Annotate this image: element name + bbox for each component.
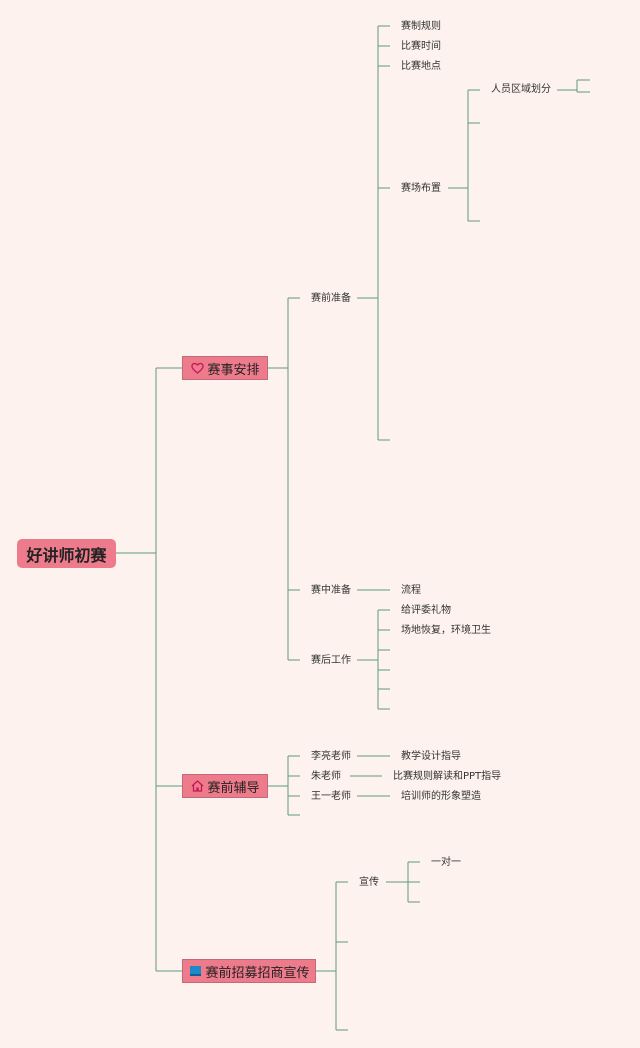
- node-gifts[interactable]: 给评委礼物: [401, 605, 451, 616]
- node-pre-match[interactable]: 赛前准备: [311, 293, 351, 304]
- connector-root: [116, 367, 182, 972]
- node-layout[interactable]: 赛场布置: [401, 183, 441, 194]
- node-cleanup[interactable]: 场地恢复，环境卫生: [401, 625, 491, 636]
- branch-promotion[interactable]: 赛前招募招商宣传: [182, 959, 316, 983]
- connector-publicity: [386, 861, 420, 903]
- branch-coaching-label: 赛前辅导: [207, 780, 260, 796]
- branch-schedule[interactable]: 赛事安排: [182, 356, 268, 380]
- node-coach-wang[interactable]: 王一老师: [311, 791, 351, 802]
- node-zoning[interactable]: 人员区域划分: [491, 84, 551, 95]
- connector-pre-match: [357, 25, 390, 441]
- node-one-on-one[interactable]: 一对一: [431, 857, 461, 868]
- connector-zoning: [557, 79, 590, 93]
- connector-promotion: [316, 881, 348, 1031]
- branch-schedule-label: 赛事安排: [207, 362, 260, 378]
- branch-coaching[interactable]: 赛前辅导: [182, 774, 268, 798]
- house-icon: [190, 779, 204, 793]
- node-topic-wang[interactable]: 培训师的形象塑造: [401, 791, 481, 802]
- node-post-match[interactable]: 赛后工作: [311, 655, 351, 666]
- connector-post-match: [357, 609, 390, 710]
- node-rules[interactable]: 赛制规则: [401, 21, 441, 32]
- connector-coaches: [350, 755, 390, 797]
- connector-coaching: [268, 755, 300, 816]
- heart-icon: [190, 361, 204, 375]
- branch-promotion-label: 赛前招募招商宣传: [205, 965, 310, 981]
- node-topic-li[interactable]: 教学设计指导: [401, 751, 461, 762]
- connector-layout: [448, 89, 480, 222]
- node-coach-li[interactable]: 李亮老师: [311, 751, 351, 762]
- connector-schedule: [268, 297, 300, 661]
- flag-icon: [188, 964, 202, 978]
- node-topic-zhu[interactable]: 比赛规则解读和PPT指导: [393, 771, 502, 782]
- node-venue[interactable]: 比赛地点: [401, 61, 441, 72]
- node-time[interactable]: 比赛时间: [401, 41, 441, 52]
- node-process[interactable]: 流程: [401, 585, 421, 596]
- root-label: 好讲师初赛: [26, 545, 107, 565]
- node-coach-zhu[interactable]: 朱老师: [311, 771, 341, 782]
- node-publicity[interactable]: 宣传: [359, 877, 379, 888]
- root-node[interactable]: 好讲师初赛: [17, 539, 116, 568]
- node-in-match[interactable]: 赛中准备: [311, 585, 351, 596]
